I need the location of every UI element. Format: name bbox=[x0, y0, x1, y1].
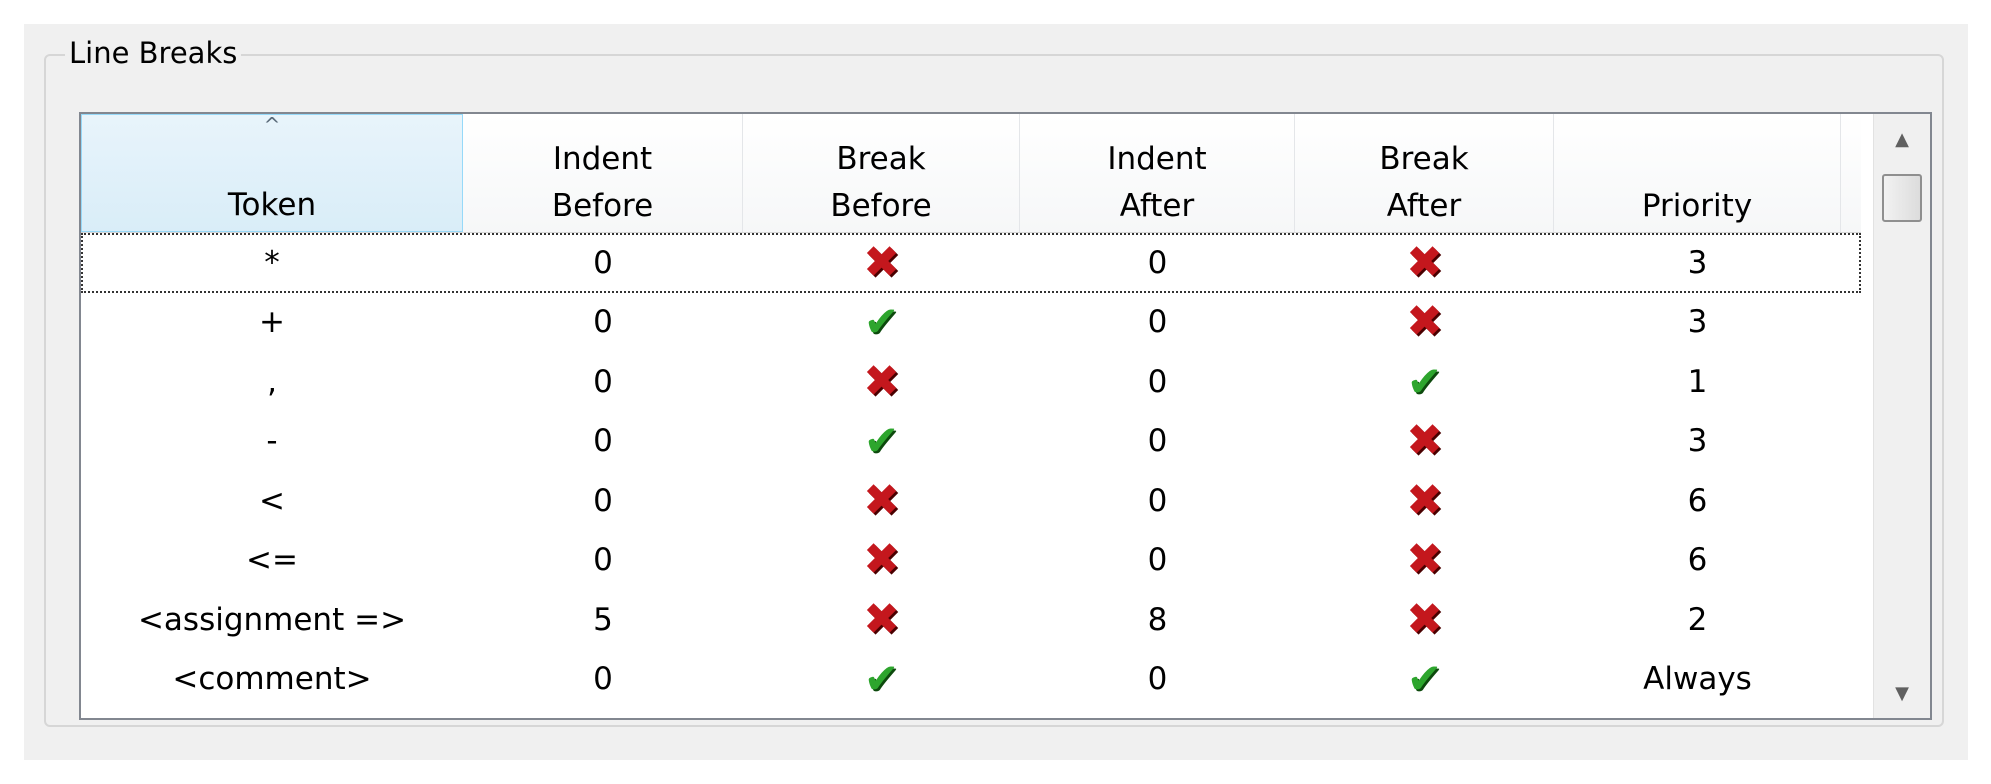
column-header-label: Priority bbox=[1641, 188, 1753, 224]
break-after-cell[interactable]: ✖ bbox=[1295, 419, 1554, 463]
cross-icon: ✖ bbox=[1406, 474, 1443, 526]
priority-cell: 3 bbox=[1687, 423, 1708, 460]
line-breaks-groupbox bbox=[44, 54, 1944, 727]
break-after-cell[interactable]: ✖ bbox=[1295, 593, 1554, 645]
token-cell: + bbox=[259, 304, 285, 341]
indent-after-cell: 0 bbox=[1147, 542, 1168, 579]
indent-after-cell: 8 bbox=[1147, 601, 1168, 638]
cross-icon: ✖ bbox=[1406, 534, 1443, 586]
token-cell: <= bbox=[246, 542, 298, 579]
column-header-label: Token bbox=[227, 187, 317, 223]
table-row[interactable]: <0 ✖ 0 ✖ 6 bbox=[81, 471, 1861, 531]
priority-cell: 6 bbox=[1687, 542, 1708, 579]
table-row[interactable]: <assignment => 5 ✖ 8 ✖ 2 bbox=[81, 590, 1861, 650]
column-header-break-before[interactable]: Break Before bbox=[743, 114, 1020, 232]
priority-cell: 1 bbox=[1687, 363, 1708, 400]
break-before-cell[interactable]: ✖ bbox=[743, 593, 1020, 645]
scroll-down-icon[interactable]: ▼ bbox=[1895, 682, 1909, 704]
check-icon: ✔ bbox=[863, 297, 900, 347]
scroll-thumb[interactable] bbox=[1882, 174, 1922, 222]
priority-cell: 6 bbox=[1687, 482, 1708, 519]
indent-after-cell: 0 bbox=[1147, 244, 1168, 281]
indent-after-cell: 0 bbox=[1147, 304, 1168, 341]
break-before-cell[interactable]: ✔ bbox=[743, 420, 1020, 462]
column-header-label: Break Before bbox=[830, 141, 932, 224]
priority-cell: 3 bbox=[1687, 244, 1708, 281]
column-header-indent-after[interactable]: Indent After bbox=[1020, 114, 1295, 232]
indent-before-cell: 0 bbox=[593, 244, 613, 281]
cross-icon: ✖ bbox=[863, 236, 900, 288]
cross-icon: ✖ bbox=[1406, 415, 1443, 467]
cross-icon: ✖ bbox=[863, 593, 900, 645]
indent-before-cell: 0 bbox=[593, 661, 613, 698]
table-row[interactable]: , 0 ✖ 0 ✔ 1 bbox=[81, 352, 1861, 412]
token-cell: - bbox=[266, 423, 278, 460]
break-after-cell[interactable]: ✖ bbox=[1295, 538, 1554, 582]
token-cell: <assignment => bbox=[137, 601, 407, 638]
check-icon: ✔ bbox=[863, 654, 900, 704]
indent-before-cell: 0 bbox=[593, 482, 613, 519]
break-before-cell[interactable]: ✔ bbox=[743, 658, 1020, 700]
column-header-break-after[interactable]: Break After bbox=[1295, 114, 1554, 232]
check-icon: ✔ bbox=[1406, 654, 1443, 704]
break-after-cell[interactable]: ✔ bbox=[1295, 356, 1554, 406]
sort-ascending-icon: ^ bbox=[263, 113, 281, 137]
column-header-label: Indent After bbox=[1107, 141, 1207, 224]
line-breaks-table[interactable]: ^ Token Indent Before Break Before Inden… bbox=[79, 112, 1932, 720]
indent-after-cell: 0 bbox=[1147, 661, 1168, 698]
break-before-cell[interactable]: ✖ bbox=[743, 236, 1020, 288]
table-row[interactable]: * 0 ✖ 0 ✖ 3 bbox=[81, 233, 1861, 293]
priority-cell: 3 bbox=[1687, 304, 1708, 341]
indent-before-cell: 5 bbox=[593, 601, 613, 638]
table-header: ^ Token Indent Before Break Before Inden… bbox=[81, 114, 1861, 233]
break-after-cell[interactable]: ✖ bbox=[1295, 474, 1554, 526]
break-before-cell[interactable]: ✖ bbox=[743, 474, 1020, 526]
column-header-token[interactable]: ^ Token bbox=[81, 114, 463, 232]
cross-icon: ✖ bbox=[1406, 296, 1443, 348]
column-header-priority[interactable]: Priority bbox=[1554, 114, 1841, 232]
token-cell: , bbox=[267, 363, 277, 400]
indent-after-cell: 0 bbox=[1147, 482, 1168, 519]
cross-icon: ✖ bbox=[1406, 593, 1443, 645]
column-header-label: Break After bbox=[1379, 141, 1469, 224]
break-before-cell[interactable]: ✖ bbox=[743, 355, 1020, 407]
cross-icon: ✖ bbox=[863, 534, 900, 586]
indent-before-cell: 0 bbox=[593, 542, 613, 579]
table-row[interactable]: <comment> 0 ✔ 0 ✔ Always bbox=[81, 650, 1861, 710]
break-before-cell[interactable]: ✔ bbox=[743, 301, 1020, 343]
table-row[interactable]: - 0 ✔ 0 ✖ 3 bbox=[81, 412, 1861, 472]
column-header-indent-before[interactable]: Indent Before bbox=[463, 114, 743, 232]
groupbox-title: Line Breaks bbox=[65, 36, 242, 70]
indent-after-cell: 0 bbox=[1147, 423, 1168, 460]
priority-cell: 2 bbox=[1687, 601, 1708, 638]
column-header-label: Indent Before bbox=[551, 141, 654, 224]
break-after-cell[interactable]: ✔ bbox=[1295, 658, 1554, 700]
indent-before-cell: 0 bbox=[593, 363, 613, 400]
priority-cell: Always bbox=[1643, 661, 1752, 698]
break-after-cell[interactable]: ✖ bbox=[1295, 236, 1554, 288]
break-before-cell[interactable]: ✖ bbox=[743, 538, 1020, 582]
check-icon: ✔ bbox=[1406, 356, 1443, 406]
table-row[interactable]: +0 ✔ 0 ✖ 3 bbox=[81, 293, 1861, 353]
check-icon: ✔ bbox=[863, 416, 900, 466]
cross-icon: ✖ bbox=[863, 355, 900, 407]
table-body: * 0 ✖ 0 ✖ 3 +0 ✔ 0 ✖ 3, 0 ✖ 0 ✔ 1 - 0 ✔ 0 ✖ 3 <0 ✖ 0 ✖ 6 <= 0 ✖ 0 ✖ 6 <as… bbox=[81, 233, 1861, 709]
token-cell: * bbox=[264, 244, 280, 281]
vertical-scrollbar[interactable]: ▲ ▼ bbox=[1873, 114, 1930, 718]
table-row[interactable]: <= 0 ✖ 0 ✖ 6 bbox=[81, 531, 1861, 591]
cross-icon: ✖ bbox=[863, 474, 900, 526]
indent-before-cell: 0 bbox=[593, 423, 613, 460]
indent-after-cell: 0 bbox=[1147, 363, 1168, 400]
cross-icon: ✖ bbox=[1406, 236, 1443, 288]
token-cell: <comment> bbox=[172, 661, 372, 698]
token-cell: < bbox=[259, 482, 285, 519]
break-after-cell[interactable]: ✖ bbox=[1295, 300, 1554, 344]
scroll-up-icon[interactable]: ▲ bbox=[1895, 128, 1909, 150]
indent-before-cell: 0 bbox=[593, 304, 613, 341]
dialog-panel: Line Breaks ^ Token Indent Before Break … bbox=[24, 24, 1968, 760]
